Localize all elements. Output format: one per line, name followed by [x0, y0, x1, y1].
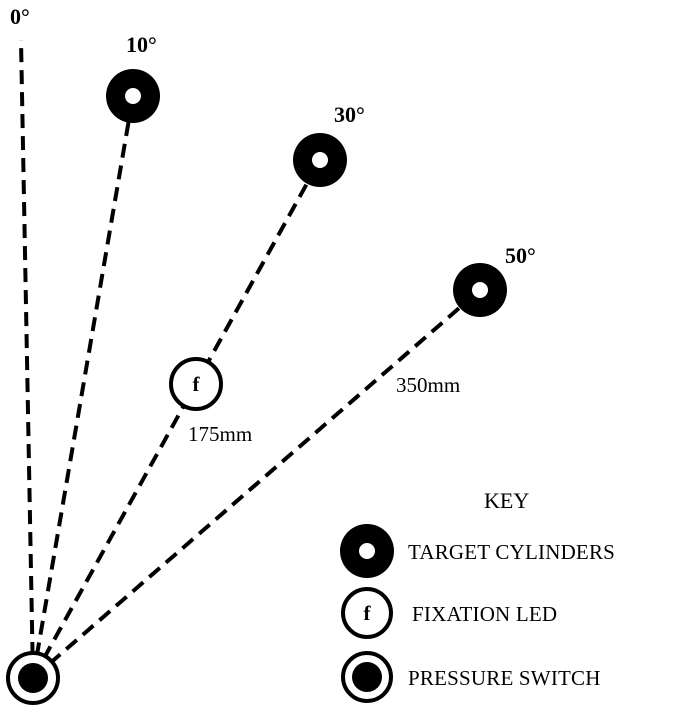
legend-fixation-label: FIXATION LED: [412, 602, 557, 626]
distance-label-175: 175mm: [188, 422, 252, 446]
line-30deg: [31, 159, 322, 679]
angle-label-30: 30°: [334, 102, 365, 127]
fixation-led: f: [169, 357, 223, 411]
legend-pressure-icon: [341, 651, 393, 703]
legend-fixation-icon: f: [341, 587, 393, 639]
pressure-switch: [6, 651, 60, 705]
legend-target-icon: [340, 524, 394, 578]
angle-label-50: 50°: [505, 243, 536, 268]
legend-target-label: TARGET CYLINDERS: [408, 540, 615, 564]
line-0deg: [19, 39, 35, 679]
fixation-led-symbol: f: [193, 372, 201, 396]
target-cylinder-30deg: [293, 133, 347, 187]
line-10deg: [31, 95, 135, 679]
legend: KEY TARGET CYLINDERS f FIXATION LED PRES…: [340, 488, 615, 703]
legend-pressure-label: PRESSURE SWITCH: [408, 666, 601, 690]
target-cylinder-50deg: [453, 263, 507, 317]
line-50deg: [31, 288, 482, 680]
angle-label-0: 0°: [10, 4, 30, 29]
target-cylinder-10deg: [106, 69, 160, 123]
legend-fixation-symbol: f: [364, 601, 372, 625]
legend-title: KEY: [484, 488, 529, 513]
distance-label-350: 350mm: [396, 373, 460, 397]
angle-label-10: 10°: [126, 32, 157, 57]
